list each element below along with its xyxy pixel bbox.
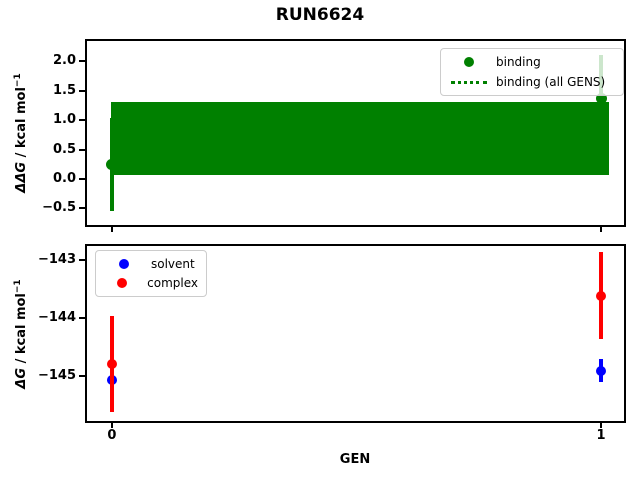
legend-entry-binding: binding bbox=[449, 52, 615, 72]
y-tick-mark bbox=[79, 258, 85, 261]
y-tick-label: 0.5 bbox=[52, 141, 76, 157]
solvent-dot-icon bbox=[119, 258, 129, 269]
data-point-binding bbox=[106, 158, 118, 170]
x-tick-label: 1 bbox=[596, 428, 606, 443]
binding-marker-handle bbox=[449, 57, 489, 67]
bottom-plot-frame bbox=[85, 244, 626, 423]
solvent-marker-handle bbox=[104, 258, 144, 269]
bottom-y-axis-label-units: / kcal mol bbox=[14, 293, 30, 368]
bottom-legend: solvent complex bbox=[95, 250, 207, 297]
data-point-complex bbox=[106, 359, 117, 370]
x-tick-mark bbox=[110, 423, 113, 428]
legend-entry-complex: complex bbox=[104, 274, 198, 294]
y-tick-mark bbox=[79, 89, 85, 92]
x-tick-mark bbox=[600, 227, 603, 232]
y-tick-label: −144 bbox=[37, 309, 76, 325]
top-legend: binding binding (all GENS) bbox=[440, 48, 624, 96]
solvent-legend-label: solvent bbox=[151, 256, 195, 271]
binding-all-gens-legend-label: binding (all GENS) bbox=[496, 75, 606, 89]
y-tick-mark bbox=[79, 316, 85, 319]
y-tick-label: −145 bbox=[37, 367, 76, 383]
x-axis-label: GEN bbox=[339, 452, 371, 467]
y-tick-label: 0.0 bbox=[52, 171, 76, 186]
y-tick-mark bbox=[79, 119, 85, 122]
y-tick-label: −143 bbox=[37, 251, 76, 267]
top-plot-frame bbox=[85, 39, 626, 227]
complex-legend-label: complex bbox=[147, 276, 198, 291]
data-point-complex bbox=[596, 290, 607, 301]
binding-dot-icon bbox=[464, 57, 474, 67]
y-tick-label: 1.0 bbox=[52, 112, 76, 128]
x-tick-label: 0 bbox=[107, 428, 117, 443]
y-tick-mark bbox=[79, 178, 85, 180]
binding-all-gens-handle bbox=[449, 80, 489, 84]
y-tick-label: 1.5 bbox=[52, 82, 76, 98]
y-tick-mark bbox=[79, 207, 85, 210]
y-tick-mark bbox=[79, 60, 85, 63]
data-point-binding bbox=[595, 92, 607, 104]
y-tick-mark bbox=[79, 148, 85, 151]
dotted-line-icon bbox=[451, 80, 487, 84]
y-tick-label: 2.0 bbox=[52, 53, 76, 69]
x-tick-mark bbox=[110, 227, 113, 232]
y-tick-label: −0.5 bbox=[42, 200, 76, 216]
x-tick-mark bbox=[600, 423, 603, 428]
figure-title: RUN6624 bbox=[275, 5, 365, 25]
bottom-y-axis-label-exponent: −1 bbox=[12, 279, 23, 294]
data-point-solvent bbox=[596, 365, 607, 376]
uncertainty-band bbox=[110, 102, 610, 175]
y-tick-mark bbox=[79, 374, 85, 377]
legend-entry-solvent: solvent bbox=[104, 254, 198, 274]
legend-entry-binding-all-gens: binding (all GENS) bbox=[449, 72, 615, 92]
complex-marker-handle bbox=[104, 278, 140, 289]
complex-dot-icon bbox=[117, 278, 128, 289]
binding-legend-label: binding bbox=[496, 55, 541, 69]
